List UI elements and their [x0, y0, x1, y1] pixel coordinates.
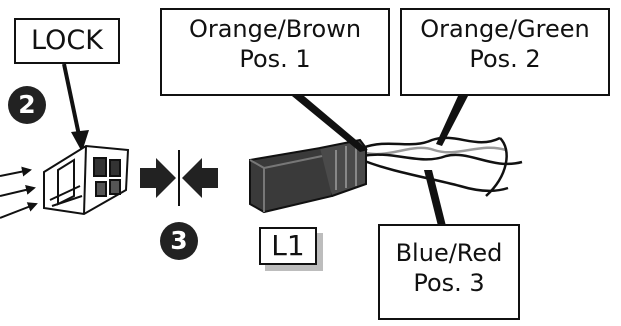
wire-1-position: Pos. 1 — [239, 45, 311, 73]
step-3-marker: 3 — [160, 222, 198, 260]
lock-clip — [43, 144, 130, 216]
wire-2-position: Pos. 2 — [469, 45, 541, 73]
wire-1-label: Orange/Brown Pos. 1 — [160, 8, 390, 96]
wire-3-position: Pos. 3 — [413, 269, 485, 297]
wire-3-label: Blue/Red Pos. 3 — [378, 224, 520, 320]
connector-label: L1 — [259, 227, 317, 265]
label-leaders — [292, 96, 468, 226]
wire-2-label: Orange/Green Pos. 2 — [400, 8, 610, 96]
wire-bundle — [361, 136, 523, 197]
insertion-arrows — [0, 166, 38, 219]
mating-arrows — [140, 158, 218, 198]
step-2-marker: 2 — [8, 86, 46, 124]
lock-label: LOCK — [14, 18, 120, 64]
wire-3-color: Blue/Red — [395, 239, 503, 267]
wire-1-color: Orange/Brown — [188, 15, 362, 43]
lock-leader-arrow — [62, 63, 82, 141]
connector-l1 — [249, 138, 367, 214]
wire-2-color: Orange/Green — [420, 15, 590, 43]
